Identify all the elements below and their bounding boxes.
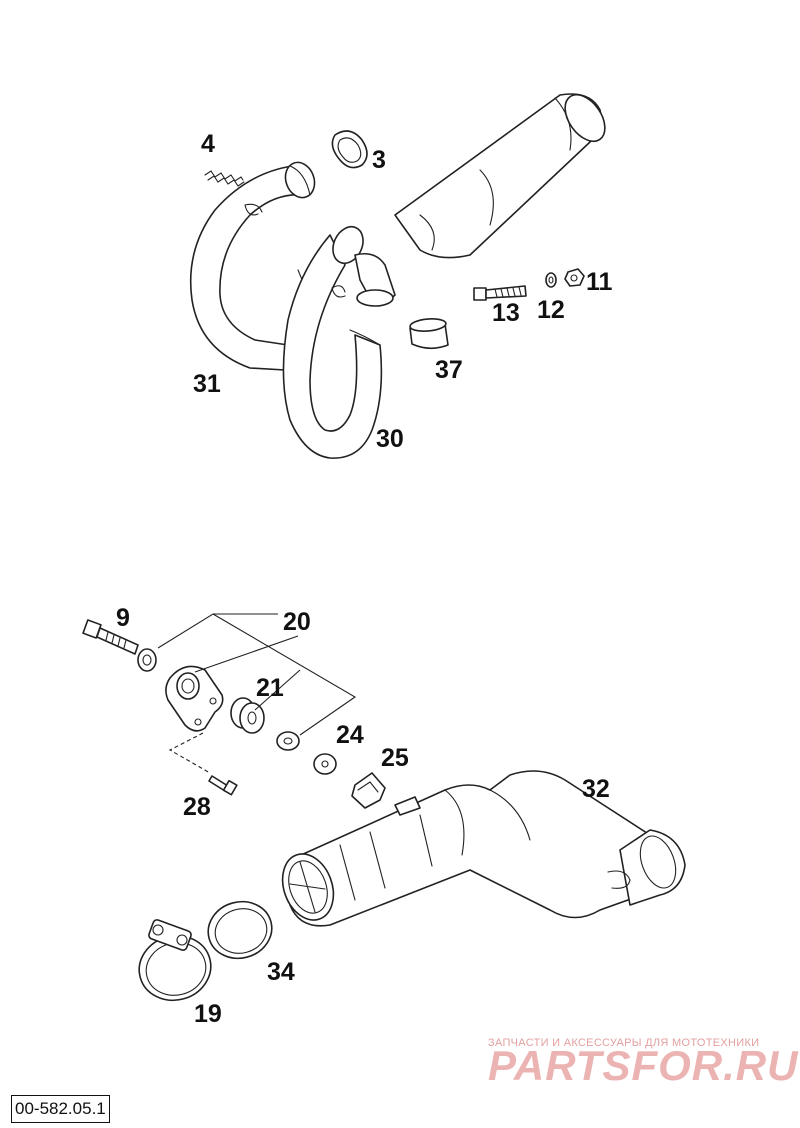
- label-28: 28: [183, 793, 211, 821]
- washer: [276, 731, 300, 751]
- header-pipe-31: [189, 161, 316, 371]
- label-25: 25: [381, 744, 409, 772]
- label-19: 19: [194, 1000, 222, 1028]
- watermark: ЗАПЧАСТИ И АКСЕССУАРЫ ДЛЯ МОТОТЕХНИКИ PA…: [488, 1037, 799, 1089]
- label-4: 4: [201, 130, 215, 158]
- silencer-front-section: [394, 93, 606, 259]
- label-21: 21: [256, 674, 284, 702]
- part-labels: 4 3 11 13 12 37 31 30 9 20 21 24 25 28 3…: [116, 130, 613, 1028]
- clamp-19: [138, 919, 212, 1002]
- document-reference: 00-582.05.1: [11, 1095, 110, 1123]
- gasket-3: [331, 130, 368, 169]
- sleeve-37: [409, 318, 449, 350]
- silencer-32: [281, 770, 686, 927]
- label-3: 3: [372, 146, 386, 174]
- label-31: 31: [193, 370, 221, 398]
- label-11: 11: [586, 268, 613, 296]
- washer-12: [545, 272, 557, 288]
- leader-lines: [157, 613, 357, 774]
- bolt-9: [82, 619, 139, 655]
- watermark-brand: PARTSFOR.RU: [488, 1042, 799, 1089]
- label-12: 12: [537, 296, 565, 324]
- watermark-tagline: ЗАПЧАСТИ И АКСЕССУАРЫ ДЛЯ МОТОТЕХНИКИ: [488, 1037, 759, 1049]
- label-20: 20: [283, 608, 311, 636]
- label-32: 32: [582, 775, 610, 803]
- washer-24: [313, 753, 337, 775]
- label-30: 30: [376, 425, 404, 453]
- label-9: 9: [116, 604, 130, 632]
- header-pipe-30: [282, 225, 396, 459]
- label-34: 34: [267, 958, 295, 986]
- bracket-20: [165, 665, 224, 732]
- screw-28: [208, 775, 238, 796]
- spring-4: [204, 170, 245, 187]
- label-24: 24: [336, 721, 364, 749]
- bushing: [137, 648, 157, 672]
- sleeve-34: [207, 900, 273, 960]
- label-13: 13: [492, 299, 520, 327]
- clip-nut-25: [351, 772, 386, 809]
- bolt-13: [473, 285, 527, 301]
- nut-11: [564, 268, 585, 287]
- label-37: 37: [435, 356, 463, 384]
- grommet-21: [230, 697, 265, 734]
